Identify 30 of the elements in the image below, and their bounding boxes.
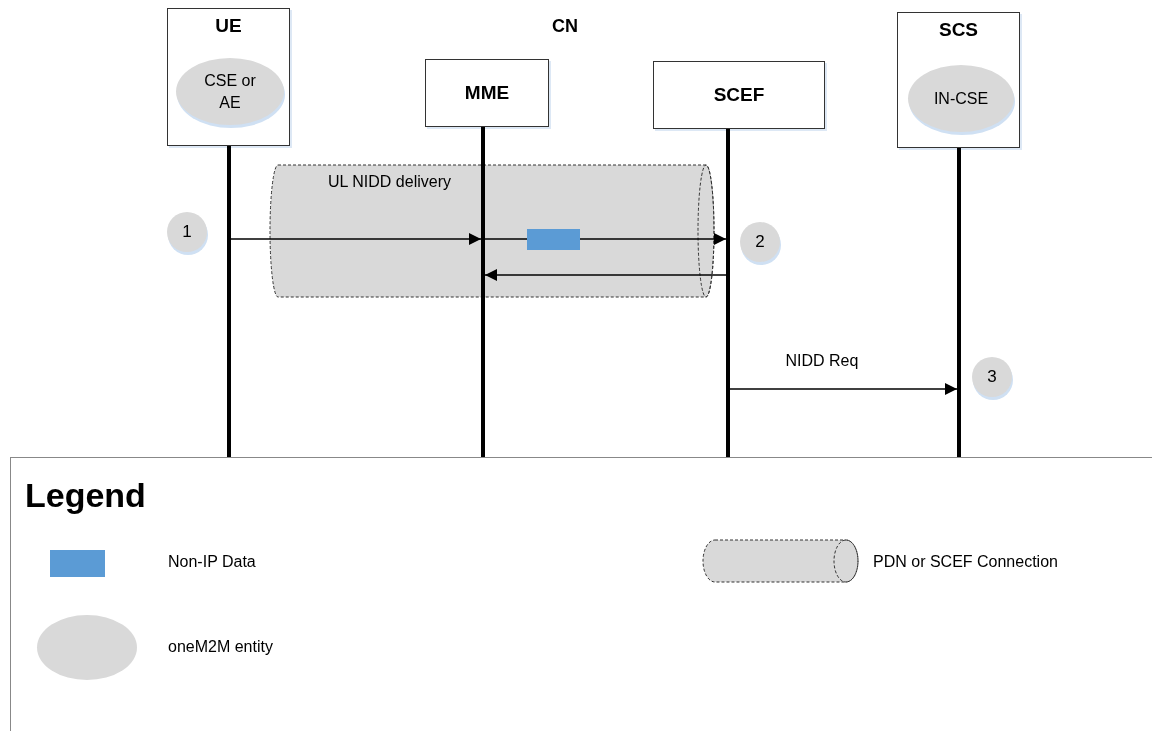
legend-label: Non-IP Data bbox=[168, 553, 256, 571]
step-number: 1 bbox=[182, 220, 192, 243]
lifeline bbox=[227, 146, 231, 457]
lifeline bbox=[726, 129, 730, 457]
group-heading: CN bbox=[552, 16, 578, 37]
message-arrow bbox=[230, 233, 482, 245]
entity-box bbox=[425, 59, 549, 127]
step-number-circle bbox=[167, 212, 207, 252]
entity-box bbox=[897, 12, 1020, 148]
lifeline bbox=[957, 148, 961, 457]
entity-box bbox=[167, 8, 290, 146]
step-number: 3 bbox=[987, 365, 997, 388]
entity-name: MME bbox=[463, 82, 511, 104]
entity-label: CSE or AE bbox=[203, 70, 257, 113]
legend-label: oneM2M entity bbox=[168, 638, 273, 656]
step-number-circle bbox=[972, 357, 1012, 397]
entity-name: SCEF bbox=[712, 84, 766, 106]
entity-name: UE bbox=[214, 15, 243, 37]
step-number: 2 bbox=[755, 230, 765, 253]
edge-label: NIDD Req bbox=[783, 352, 861, 370]
legend-label: PDN or SCEF Connection bbox=[873, 553, 1058, 571]
entity-label: IN-CSE bbox=[932, 88, 990, 109]
connection-label: UL NIDD delivery bbox=[328, 173, 451, 191]
message-arrow bbox=[484, 269, 727, 281]
entity-box bbox=[653, 61, 825, 129]
lifeline bbox=[481, 127, 485, 457]
step-number-circle bbox=[740, 222, 780, 262]
legend-title: Legend bbox=[25, 476, 146, 515]
message-arrow bbox=[729, 383, 958, 395]
entity-name: SCS bbox=[937, 19, 980, 41]
